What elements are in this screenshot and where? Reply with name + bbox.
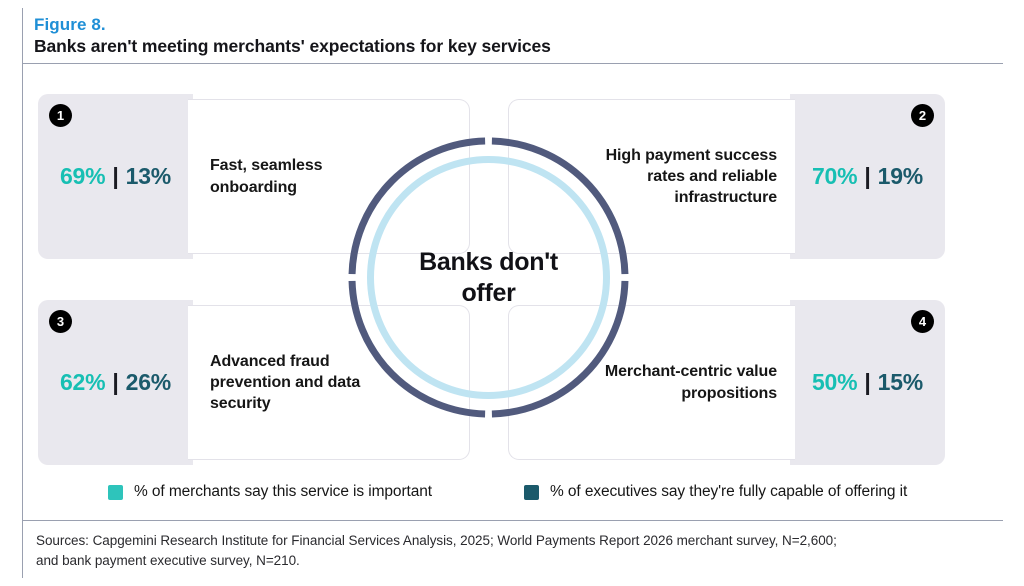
pct-separator-2: | [864,163,871,189]
service-label-1: Fast, seamless onboarding [210,157,323,196]
merchant-pct-1: 69% [59,163,106,189]
merchant-pct-3: 62% [59,369,106,395]
legend-label-executives: % of executives say they're fully capabl… [550,483,908,500]
service-label-3: Advanced fraud prevention and data secur… [210,352,361,413]
pct-separator-4: | [864,369,871,395]
pct-separator-3: | [112,369,119,395]
badge-1: 1 [49,104,72,127]
legend-label-merchants: % of merchants say this service is impor… [134,483,432,500]
stat-line-1: 69% | 13% [38,94,193,259]
badge-2: 2 [911,104,934,127]
stat-panel-3: 3 62% | 26% [38,300,193,465]
executive-pct-1: 13% [125,163,172,189]
legend-swatch-executives-icon [524,484,539,500]
quadrant-2: 2 70% | 19% High payment success rates a… [508,94,945,259]
sources-note: Sources: Capgemini Research Institute fo… [36,531,986,572]
figure-header: Figure 8. Banks aren't meeting merchants… [34,14,994,58]
service-label-4: Merchant-centric value propositions [604,363,777,402]
merchant-pct-4: 50% [811,369,858,395]
legend-item-merchants: % of merchants say this service is impor… [108,481,432,503]
executive-pct-3: 26% [125,369,172,395]
sources-divider [22,520,1003,521]
quadrant-4: 4 50% | 15% Merchant-centric value propo… [508,300,945,465]
left-border-rule [22,8,23,578]
stat-panel-2: 2 70% | 19% [790,94,945,259]
label-card-2: High payment success rates and reliable … [508,99,795,254]
executive-pct-4: 15% [877,369,924,395]
header-divider [22,63,1003,64]
merchant-pct-2: 70% [811,163,858,189]
figure-number: Figure 8. [34,15,106,34]
figure-title: Banks aren't meeting merchants' expectat… [34,36,551,57]
stat-line-3: 62% | 26% [38,300,193,465]
service-label-2: High payment success rates and reliable … [605,146,778,207]
quadrant-3: 3 62% | 26% Advanced fraud prevention an… [38,300,470,465]
label-card-4: Merchant-centric value propositions [508,305,795,460]
legend-swatch-merchants-icon [108,484,123,500]
stat-panel-4: 4 50% | 15% [790,300,945,465]
sources-line-1: Sources: Capgemini Research Institute fo… [36,533,837,548]
stat-line-4: 50% | 15% [790,300,945,465]
badge-3: 3 [49,310,72,333]
legend-item-executives: % of executives say they're fully capabl… [524,481,907,503]
stat-line-2: 70% | 19% [790,94,945,259]
badge-4: 4 [911,310,934,333]
label-card-3: Advanced fraud prevention and data secur… [188,305,470,460]
label-card-1: Fast, seamless onboarding [188,99,470,254]
executive-pct-2: 19% [877,163,924,189]
quadrant-1: 1 69% | 13% Fast, seamless onboarding [38,94,470,259]
pct-separator-1: | [112,163,119,189]
sources-line-2: and bank payment executive survey, N=210… [36,553,300,569]
stat-panel-1: 1 69% | 13% [38,94,193,259]
